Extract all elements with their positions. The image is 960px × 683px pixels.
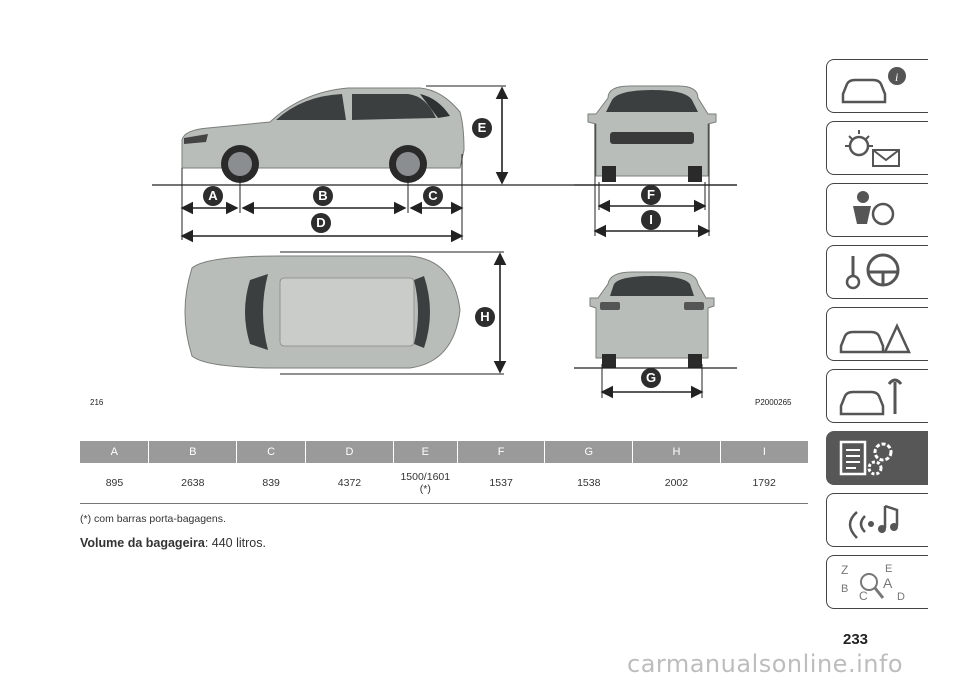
starting-driving-icon xyxy=(845,253,900,290)
side-view-car xyxy=(181,87,465,183)
tab-warning-lights[interactable] xyxy=(826,121,928,175)
table-cell: 1792 xyxy=(720,463,808,504)
table-cell: 839 xyxy=(236,463,306,504)
maintenance-icon xyxy=(839,378,903,416)
dimension-drawing xyxy=(152,85,737,399)
tab-maintenance[interactable] xyxy=(826,369,928,423)
figure-code: P2000265 xyxy=(755,398,792,407)
rear-view-car xyxy=(589,271,715,368)
table-cell: 895 xyxy=(80,463,149,504)
dimension-label-g: G xyxy=(641,368,661,388)
table-row: 895 2638 839 4372 1500/1601 (*) 1537 153… xyxy=(80,463,808,504)
dimension-label-a: A xyxy=(203,186,223,206)
table-cell: 1538 xyxy=(544,463,633,504)
column-header: C xyxy=(236,441,306,463)
column-header: E xyxy=(392,441,458,463)
table-cell: 1537 xyxy=(457,463,545,504)
dimension-label-e: E xyxy=(472,118,492,138)
watermark: carmanualsonline.info xyxy=(627,650,904,678)
svg-text:i: i xyxy=(895,70,898,84)
car-info-icon: i xyxy=(841,67,906,104)
index-icon: Z E B A C D xyxy=(841,563,905,603)
dimension-label-h: H xyxy=(475,307,495,327)
dimension-label-i: I xyxy=(641,210,661,230)
top-view-car xyxy=(184,255,461,369)
warning-lights-icon xyxy=(845,130,900,167)
dimensions-table: A B C D E F G H I 895 2638 839 4372 1500… xyxy=(80,441,808,504)
tab-emergency[interactable] xyxy=(826,307,928,361)
column-header: B xyxy=(148,441,237,463)
technical-data-icon xyxy=(839,440,893,476)
tab-technical-data[interactable] xyxy=(826,431,928,485)
dimension-label-d: D xyxy=(311,213,331,233)
table-cell: 4372 xyxy=(305,463,394,504)
column-header: F xyxy=(456,441,545,463)
svg-text:E: E xyxy=(885,563,892,575)
luggage-volume-value: : 440 litros. xyxy=(204,536,266,550)
svg-text:B: B xyxy=(841,583,848,595)
svg-text:A: A xyxy=(883,575,893,591)
tab-safety[interactable] xyxy=(826,183,928,237)
front-view-car xyxy=(587,85,717,182)
dimension-label-c: C xyxy=(423,186,443,206)
luggage-volume-label: Volume da bagageira xyxy=(80,536,205,550)
svg-text:Z: Z xyxy=(841,563,848,577)
luggage-volume: Volume da bagageira: 440 litros. xyxy=(80,536,266,550)
column-header: A xyxy=(80,441,149,463)
table-cell: 1500/1601 (*) xyxy=(393,463,458,504)
column-header: G xyxy=(544,441,633,463)
svg-text:C: C xyxy=(859,589,868,603)
tab-index[interactable]: Z E B A C D xyxy=(826,555,928,609)
column-header: I xyxy=(719,441,808,463)
figure-number: 216 xyxy=(90,398,104,407)
tab-starting-driving[interactable] xyxy=(826,245,928,299)
vehicle-dimensions-figure: A B C D E F G H I 216 P2000265 xyxy=(80,58,808,408)
dimension-label-b: B xyxy=(313,186,333,206)
tab-car-info[interactable]: i xyxy=(826,59,928,113)
dimension-label-f: F xyxy=(641,185,661,205)
table-cell: 2002 xyxy=(632,463,721,504)
safety-airbag-icon xyxy=(853,191,895,226)
multimedia-icon xyxy=(848,504,899,539)
footnote: (*) com barras porta-bagagens. xyxy=(80,513,226,525)
table-header-row: A B C D E F G H I xyxy=(80,441,808,463)
column-header: H xyxy=(632,441,721,463)
page-number: 233 xyxy=(843,631,869,648)
column-header: D xyxy=(305,441,394,463)
svg-text:D: D xyxy=(897,591,905,603)
emergency-icon xyxy=(839,323,911,354)
tab-multimedia[interactable] xyxy=(826,493,928,547)
table-cell: 2638 xyxy=(148,463,237,504)
